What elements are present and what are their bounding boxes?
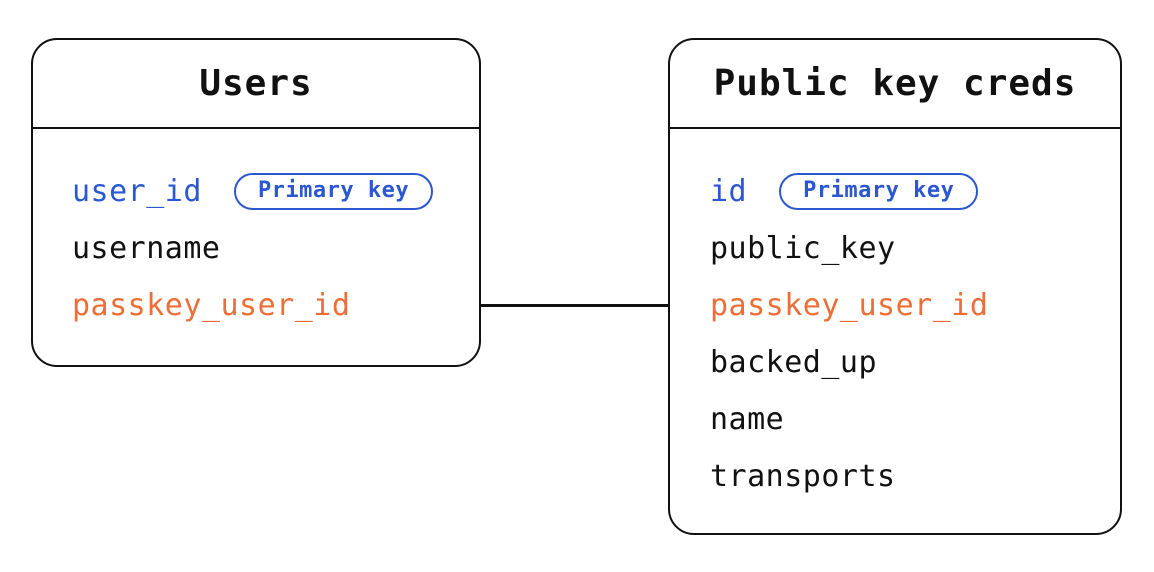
- field-name-backed-up: backed_up: [710, 345, 878, 380]
- relationship-line: [481, 304, 668, 307]
- field-row-id: id Primary key: [670, 163, 1120, 220]
- table-users-title: Users: [33, 40, 479, 129]
- field-row-passkey-user-id: passkey_user_id: [33, 277, 479, 334]
- field-name-name: name: [710, 402, 785, 437]
- field-name-passkey-user-id: passkey_user_id: [72, 288, 351, 323]
- field-row-user-id: user_id Primary key: [33, 163, 479, 220]
- field-row-public-key: public_key: [670, 220, 1120, 277]
- field-name-transports: transports: [710, 459, 896, 494]
- primary-key-badge: Primary key: [233, 173, 434, 210]
- field-name-user-id: user_id: [72, 174, 202, 209]
- field-name-passkey-user-id: passkey_user_id: [710, 288, 989, 323]
- field-row-backed-up: backed_up: [670, 334, 1120, 391]
- table-users-fields: user_id Primary key username passkey_use…: [33, 129, 479, 334]
- table-public-key-creds-fields: id Primary key public_key passkey_user_i…: [670, 129, 1120, 505]
- field-name-id: id: [710, 174, 748, 209]
- table-users: Users user_id Primary key username passk…: [31, 38, 481, 367]
- table-public-key-creds-title: Public key creds: [670, 40, 1120, 129]
- field-row-username: username: [33, 220, 479, 277]
- field-name-public-key: public_key: [710, 231, 896, 266]
- field-name-username: username: [72, 231, 221, 266]
- field-row-name: name: [670, 391, 1120, 448]
- primary-key-badge: Primary key: [779, 173, 979, 210]
- field-row-passkey-user-id: passkey_user_id: [670, 277, 1120, 334]
- table-public-key-creds: Public key creds id Primary key public_k…: [668, 38, 1122, 535]
- field-row-transports: transports: [670, 448, 1120, 505]
